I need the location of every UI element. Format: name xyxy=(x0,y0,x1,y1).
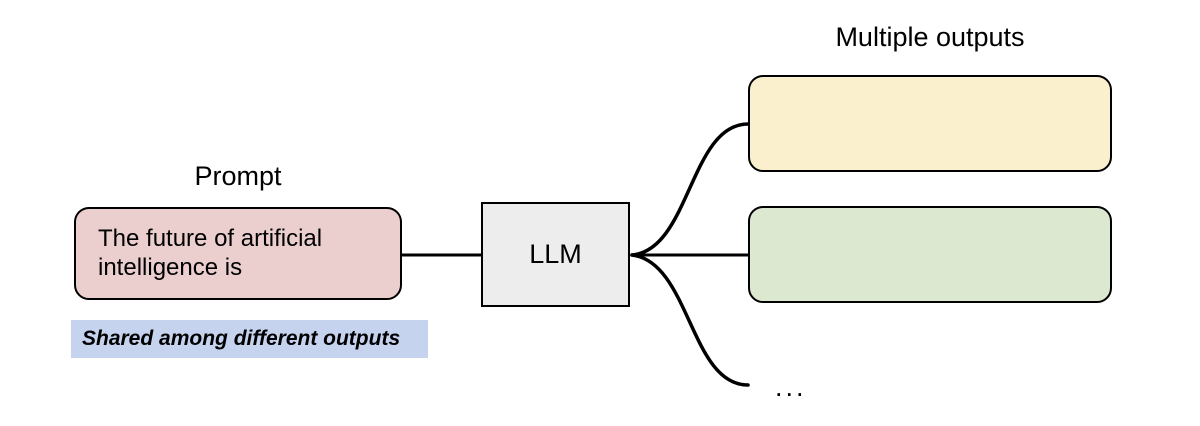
edge-llm-to-output-1 xyxy=(630,122,750,257)
edge-llm-to-ellipsis xyxy=(630,253,750,387)
shared-among-outputs-note-text: Shared among different outputs xyxy=(82,327,401,350)
multiple-outputs-title: Multiple outputs xyxy=(835,22,1025,52)
llm-node[interactable]: LLM xyxy=(481,202,630,307)
prompt-box-text: The future of artificial intelligence is xyxy=(98,225,323,281)
ellipsis-more-outputs: ... xyxy=(775,372,807,402)
prompt-title: Prompt xyxy=(194,161,282,191)
output-box-1[interactable] xyxy=(748,75,1112,172)
shared-among-outputs-note: Shared among different outputs xyxy=(71,320,428,358)
llm-node-label: LLM xyxy=(529,239,582,269)
prompt-box[interactable]: The future of artificial intelligence is xyxy=(74,207,402,300)
output-box-2[interactable] xyxy=(748,206,1112,303)
